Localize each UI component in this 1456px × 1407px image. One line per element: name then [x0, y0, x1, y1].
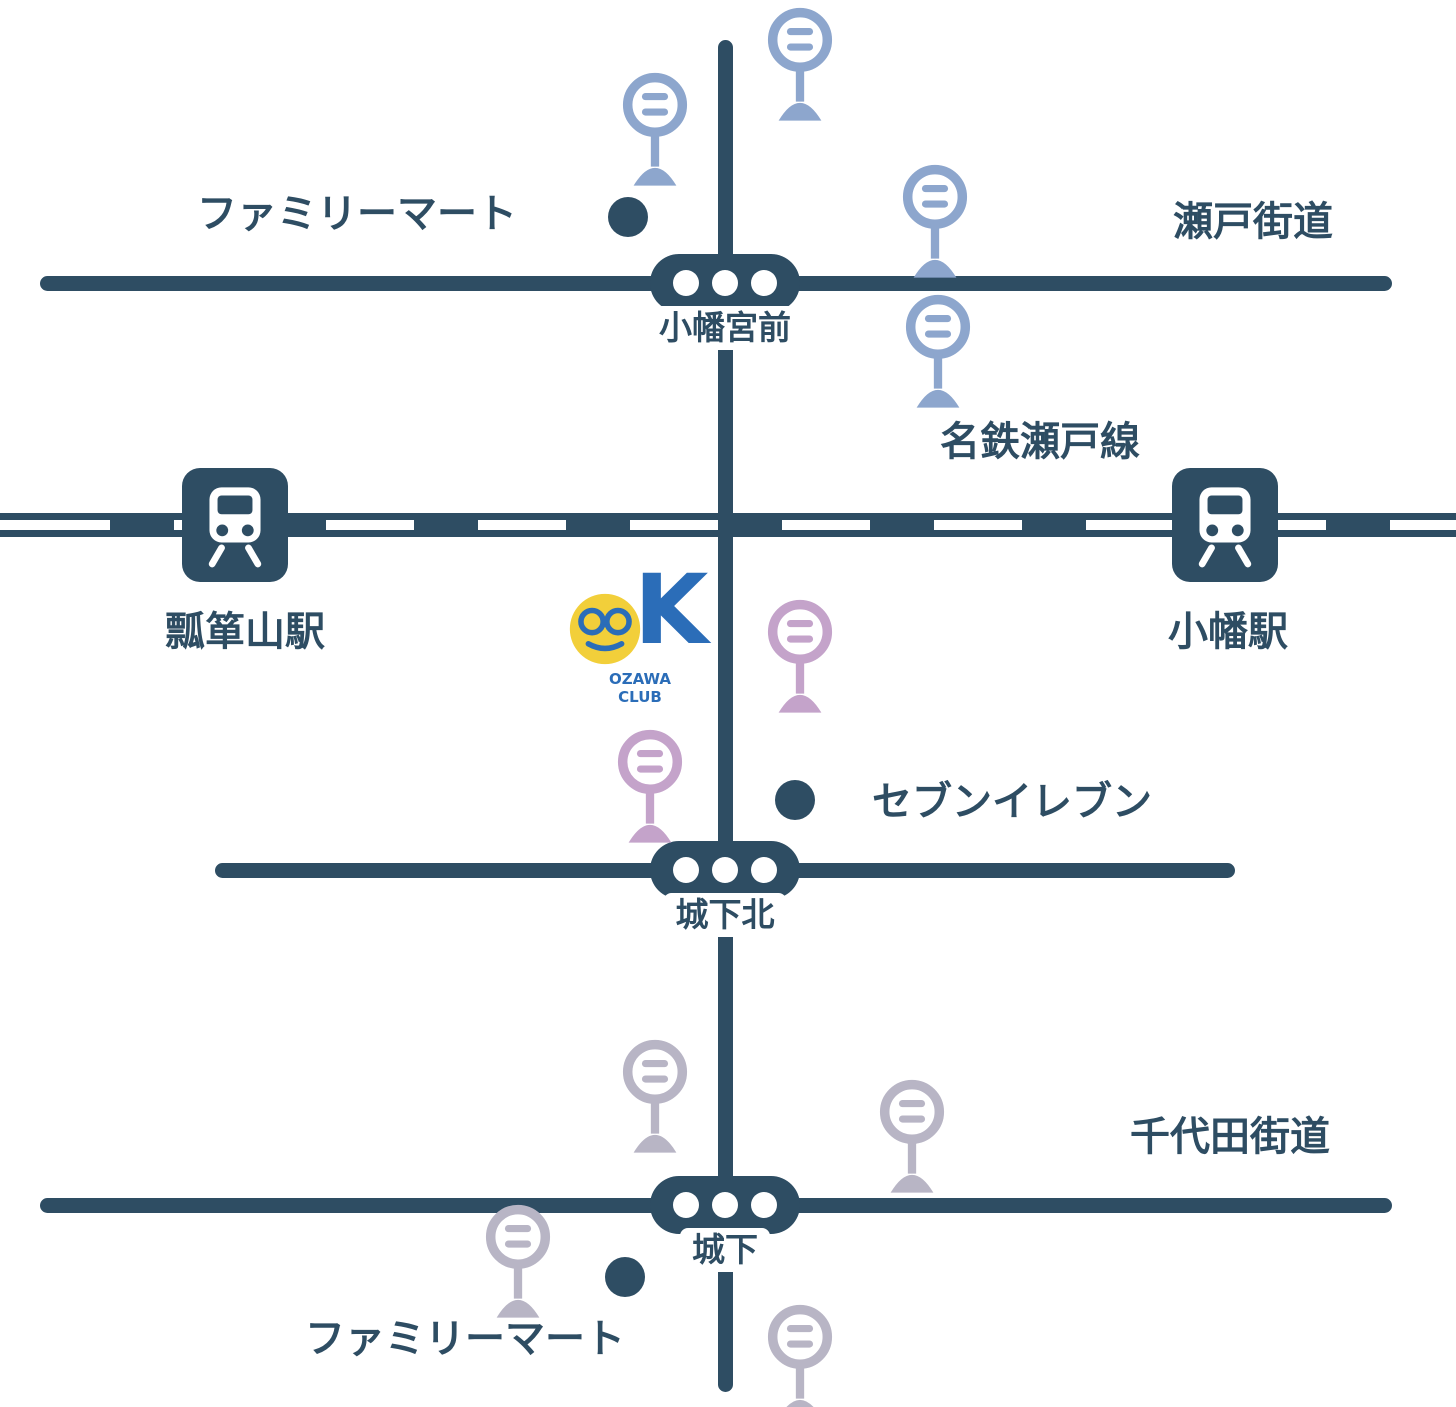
- station-label-hyotanyama: 瓢箪山駅: [165, 609, 325, 655]
- convenience-store-dot: [605, 1257, 645, 1297]
- traffic-signal-icon: [897, 161, 973, 285]
- store-label-seveneleven: セブンイレブン: [872, 779, 1152, 825]
- road-label-seto-kaido: 瀬戸街道: [1173, 199, 1333, 245]
- station-badge-hyotanyama: [182, 468, 288, 582]
- intersection-label-obatamiyamae: 小幡宮前: [647, 306, 803, 350]
- traffic-signal-icon: [900, 291, 976, 415]
- intersection-badge-shirokitakita: [650, 841, 800, 899]
- smiley-glasses-icon: [569, 593, 641, 665]
- traffic-signal-icon: [762, 1301, 838, 1407]
- intersection-dot: [673, 857, 699, 883]
- station-badge-obata: [1172, 468, 1278, 582]
- convenience-store-dot: [775, 780, 815, 820]
- traffic-signal-icon: [762, 596, 838, 720]
- railway-dashes: [0, 520, 1456, 530]
- traffic-signal-icon: [617, 69, 693, 193]
- ok-club-logo: K OZAWA CLUB: [560, 562, 720, 708]
- store-label-familymart-bottom: ファミリーマート: [305, 1316, 625, 1362]
- station-label-obata: 小幡駅: [1168, 609, 1288, 655]
- intersection-label-shirokitakita: 城下北: [663, 893, 787, 937]
- logo-subtext-line1: OZAWA: [608, 670, 672, 688]
- logo-subtext: OZAWA CLUB: [560, 670, 720, 706]
- intersection-dot: [712, 1192, 738, 1218]
- store-label-familymart-top: ファミリーマート: [197, 191, 517, 237]
- intersection-dot: [673, 270, 699, 296]
- train-icon: [1182, 482, 1268, 568]
- train-icon: [192, 482, 278, 568]
- intersection-label-shiroshita: 城下: [680, 1228, 770, 1272]
- railway-label-meitetsu-seto: 名鉄瀬戸線: [940, 419, 1140, 465]
- logo-subtext-line2: CLUB: [618, 688, 662, 706]
- logo-letter-k: K: [634, 554, 709, 666]
- traffic-signal-icon: [617, 1036, 693, 1160]
- road-vertical: [718, 40, 733, 1392]
- road-label-chiyoda-kaido: 千代田街道: [1130, 1114, 1330, 1160]
- intersection-badge-obatamiyamae: [650, 254, 800, 312]
- intersection-dot: [751, 1192, 777, 1218]
- intersection-dot: [712, 857, 738, 883]
- intersection-badge-shiroshita: [650, 1176, 800, 1234]
- traffic-signal-icon: [480, 1201, 556, 1325]
- intersection-dot: [712, 270, 738, 296]
- traffic-signal-icon: [762, 4, 838, 128]
- traffic-signal-icon: [874, 1076, 950, 1200]
- intersection-dot: [751, 857, 777, 883]
- intersection-dot: [673, 1192, 699, 1218]
- convenience-store-dot: [608, 197, 648, 237]
- traffic-signal-icon: [612, 726, 688, 850]
- intersection-dot: [751, 270, 777, 296]
